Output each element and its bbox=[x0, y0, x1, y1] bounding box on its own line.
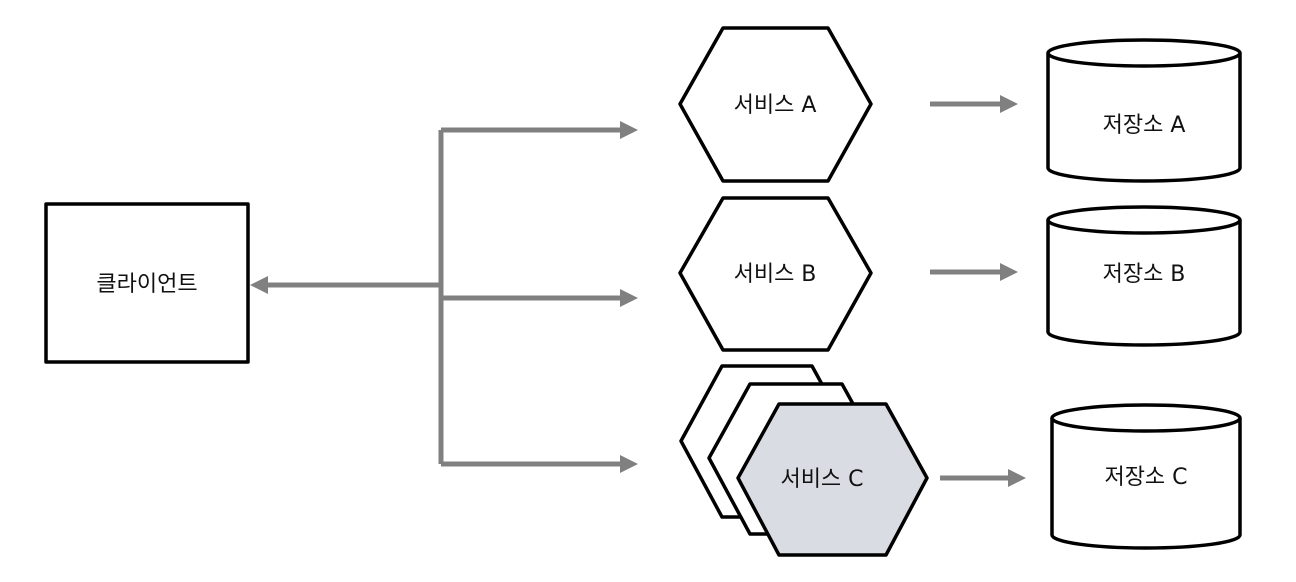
client-label: 클라이언트 bbox=[96, 272, 197, 297]
service-a-hexagon bbox=[678, 26, 873, 183]
client-box bbox=[44, 202, 250, 364]
service-c-hexagon bbox=[736, 402, 929, 557]
store-b-label: 저장소 B bbox=[1103, 262, 1186, 287]
store-a-body bbox=[1046, 53, 1242, 183]
arrowhead-store-b bbox=[1000, 263, 1018, 281]
arrowhead-client bbox=[250, 276, 268, 294]
arrowhead-service-a bbox=[620, 121, 638, 139]
store-c-node: 저장소 C bbox=[1050, 403, 1242, 550]
service-a-label: 서비스 A bbox=[734, 93, 817, 118]
arrowhead-service-c bbox=[620, 455, 638, 473]
service-c-label: 서비스 C bbox=[780, 467, 863, 492]
store-a-label: 저장소 A bbox=[1103, 113, 1186, 138]
arrowhead-store-a bbox=[1000, 95, 1018, 113]
service-a-node: 서비스 A bbox=[678, 26, 873, 183]
store-c-label: 저장소 C bbox=[1104, 465, 1187, 490]
store-b-node: 저장소 B bbox=[1046, 205, 1242, 347]
service-b-label: 서비스 B bbox=[734, 262, 817, 287]
store-a-node: 저장소 A bbox=[1046, 38, 1242, 183]
client-node: 클라이언트 bbox=[44, 202, 250, 364]
store-a-top bbox=[1046, 38, 1242, 68]
store-c-top bbox=[1050, 403, 1242, 433]
arrowhead-store-c bbox=[1008, 469, 1026, 487]
service-b-node: 서비스 B bbox=[678, 196, 873, 352]
store-b-body bbox=[1046, 220, 1242, 347]
arrowhead-service-b bbox=[620, 289, 638, 307]
service-c-node: 서비스 C bbox=[679, 364, 929, 557]
service-b-hexagon bbox=[678, 196, 873, 352]
store-c-body bbox=[1050, 418, 1242, 550]
connectors bbox=[250, 95, 1026, 487]
store-b-top bbox=[1046, 205, 1242, 235]
